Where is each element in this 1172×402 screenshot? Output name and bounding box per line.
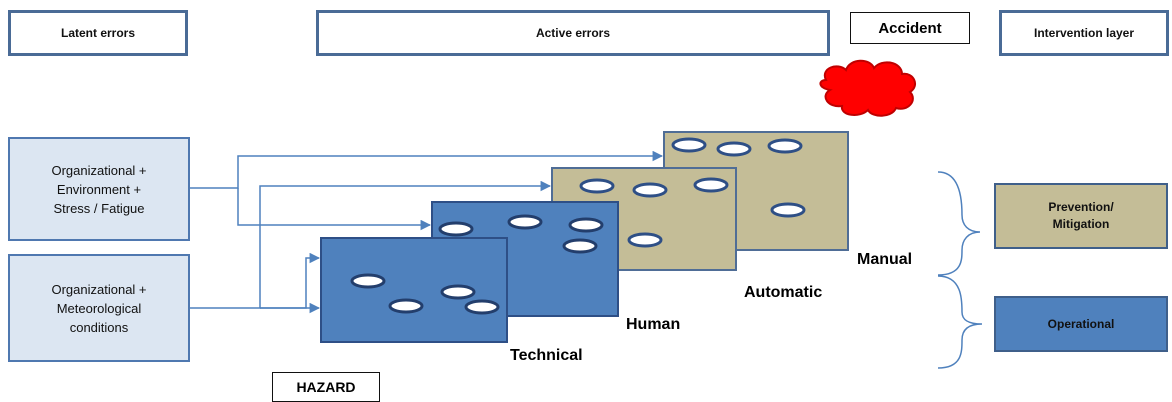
hole <box>568 217 604 233</box>
arrow-to-technical-b <box>260 252 321 309</box>
hole <box>579 178 615 194</box>
active-errors-label: Active errors <box>535 26 611 40</box>
hazard-label: HAZARD <box>296 379 356 395</box>
hole <box>767 138 803 154</box>
technical-plane <box>320 237 508 343</box>
cause-box-lower: Organizational + Meteorological conditio… <box>8 254 190 362</box>
hole <box>693 177 729 193</box>
accident-cloud-icon <box>819 59 917 117</box>
label-manual: Manual <box>857 251 913 268</box>
hole <box>438 221 474 237</box>
cause-box-upper: Organizational + Environment + Stress / … <box>8 137 190 241</box>
hole <box>562 238 598 254</box>
accident-box: Accident <box>850 12 970 44</box>
prevention-mitigation-box: Prevention/ Mitigation <box>994 183 1168 249</box>
hole <box>770 202 806 218</box>
brace-prevention-icon <box>937 171 981 276</box>
latent-errors-header: Latent errors <box>8 10 188 56</box>
hole <box>627 232 663 248</box>
operational-box: Operational <box>994 296 1168 352</box>
layer-technical <box>320 237 508 343</box>
prevention-mitigation-label: Prevention/ Mitigation <box>1048 200 1114 231</box>
hole <box>507 214 543 230</box>
operational-label: Operational <box>1047 316 1115 331</box>
cause-text-lower: Organizational + Meteorological conditio… <box>51 281 147 335</box>
active-errors-header: Active errors <box>316 10 830 56</box>
arrow-to-human-upper <box>237 188 432 231</box>
hole <box>440 284 476 300</box>
hole <box>716 141 752 157</box>
label-technical: Technical <box>510 347 583 364</box>
accident-label: Accident <box>878 19 942 37</box>
latent-errors-label: Latent errors <box>60 26 136 40</box>
cause-arrows <box>190 150 664 314</box>
hole <box>464 299 500 315</box>
hole <box>388 298 424 314</box>
arrow-to-automatic <box>190 180 552 309</box>
intervention-layer-label: Intervention layer <box>1033 26 1135 40</box>
hole <box>671 137 707 153</box>
hole <box>632 182 668 198</box>
label-automatic: Automatic <box>744 284 823 301</box>
arrow-to-manual <box>190 150 664 189</box>
label-human: Human <box>626 316 681 333</box>
cause-text-upper: Organizational + Environment + Stress / … <box>51 162 147 216</box>
brace-operational-icon <box>937 275 983 369</box>
hole <box>350 273 386 289</box>
intervention-layer-header: Intervention layer <box>999 10 1169 56</box>
